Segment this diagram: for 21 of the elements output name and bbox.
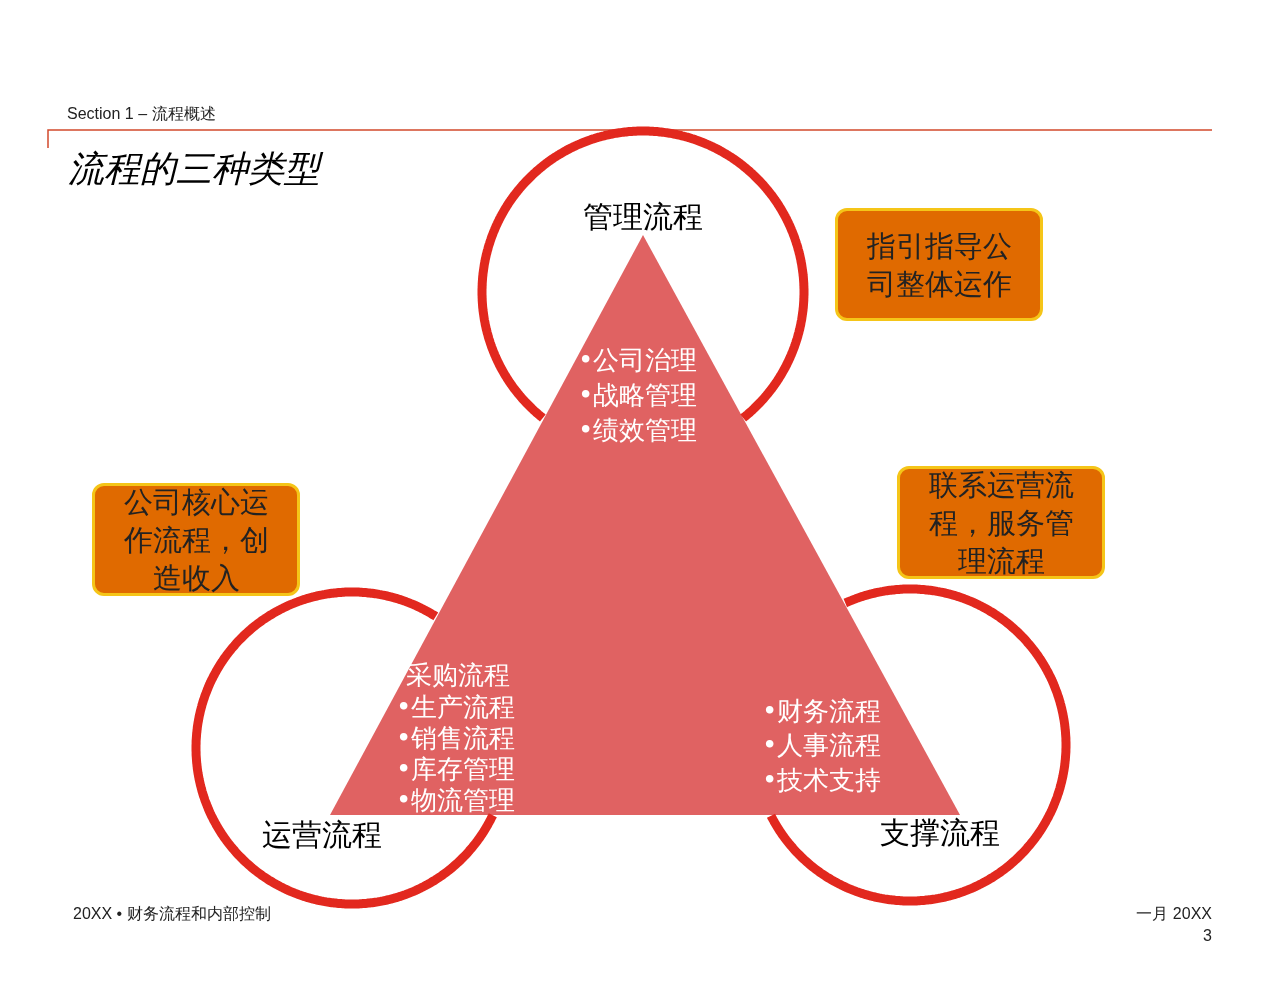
list-item: •绩效管理 (578, 415, 698, 445)
list-item: •生产流程 (396, 692, 516, 722)
note-box: 指引指导公司整体运作 (835, 208, 1043, 321)
footer-text: 一月 20XX (1136, 905, 1212, 923)
note-box: 公司核心运作流程，创造收入 (92, 483, 300, 596)
list-item: •财务流程 (762, 696, 882, 726)
list-item: •物流管理 (396, 785, 516, 815)
list-item: •技术支持 (762, 765, 882, 795)
footer-text: 20XX • 财务流程和内部控制 (73, 905, 271, 923)
list-item: •库存管理 (396, 754, 516, 784)
circle-title: 运营流程 (262, 818, 382, 852)
note-box: 联系运营流程，服务管理流程 (897, 466, 1105, 579)
list-item: •人事流程 (762, 730, 882, 760)
list-item: •战略管理 (578, 380, 698, 410)
page-number: 3 (1203, 927, 1212, 945)
list-item: 采购流程 (406, 660, 510, 690)
list-item: •销售流程 (396, 723, 516, 753)
section-header: Section 1 – 流程概述 (67, 105, 216, 123)
circle-title: 支撑流程 (880, 816, 1000, 850)
list-item: •公司治理 (578, 345, 698, 375)
circle-title: 管理流程 (583, 200, 703, 234)
